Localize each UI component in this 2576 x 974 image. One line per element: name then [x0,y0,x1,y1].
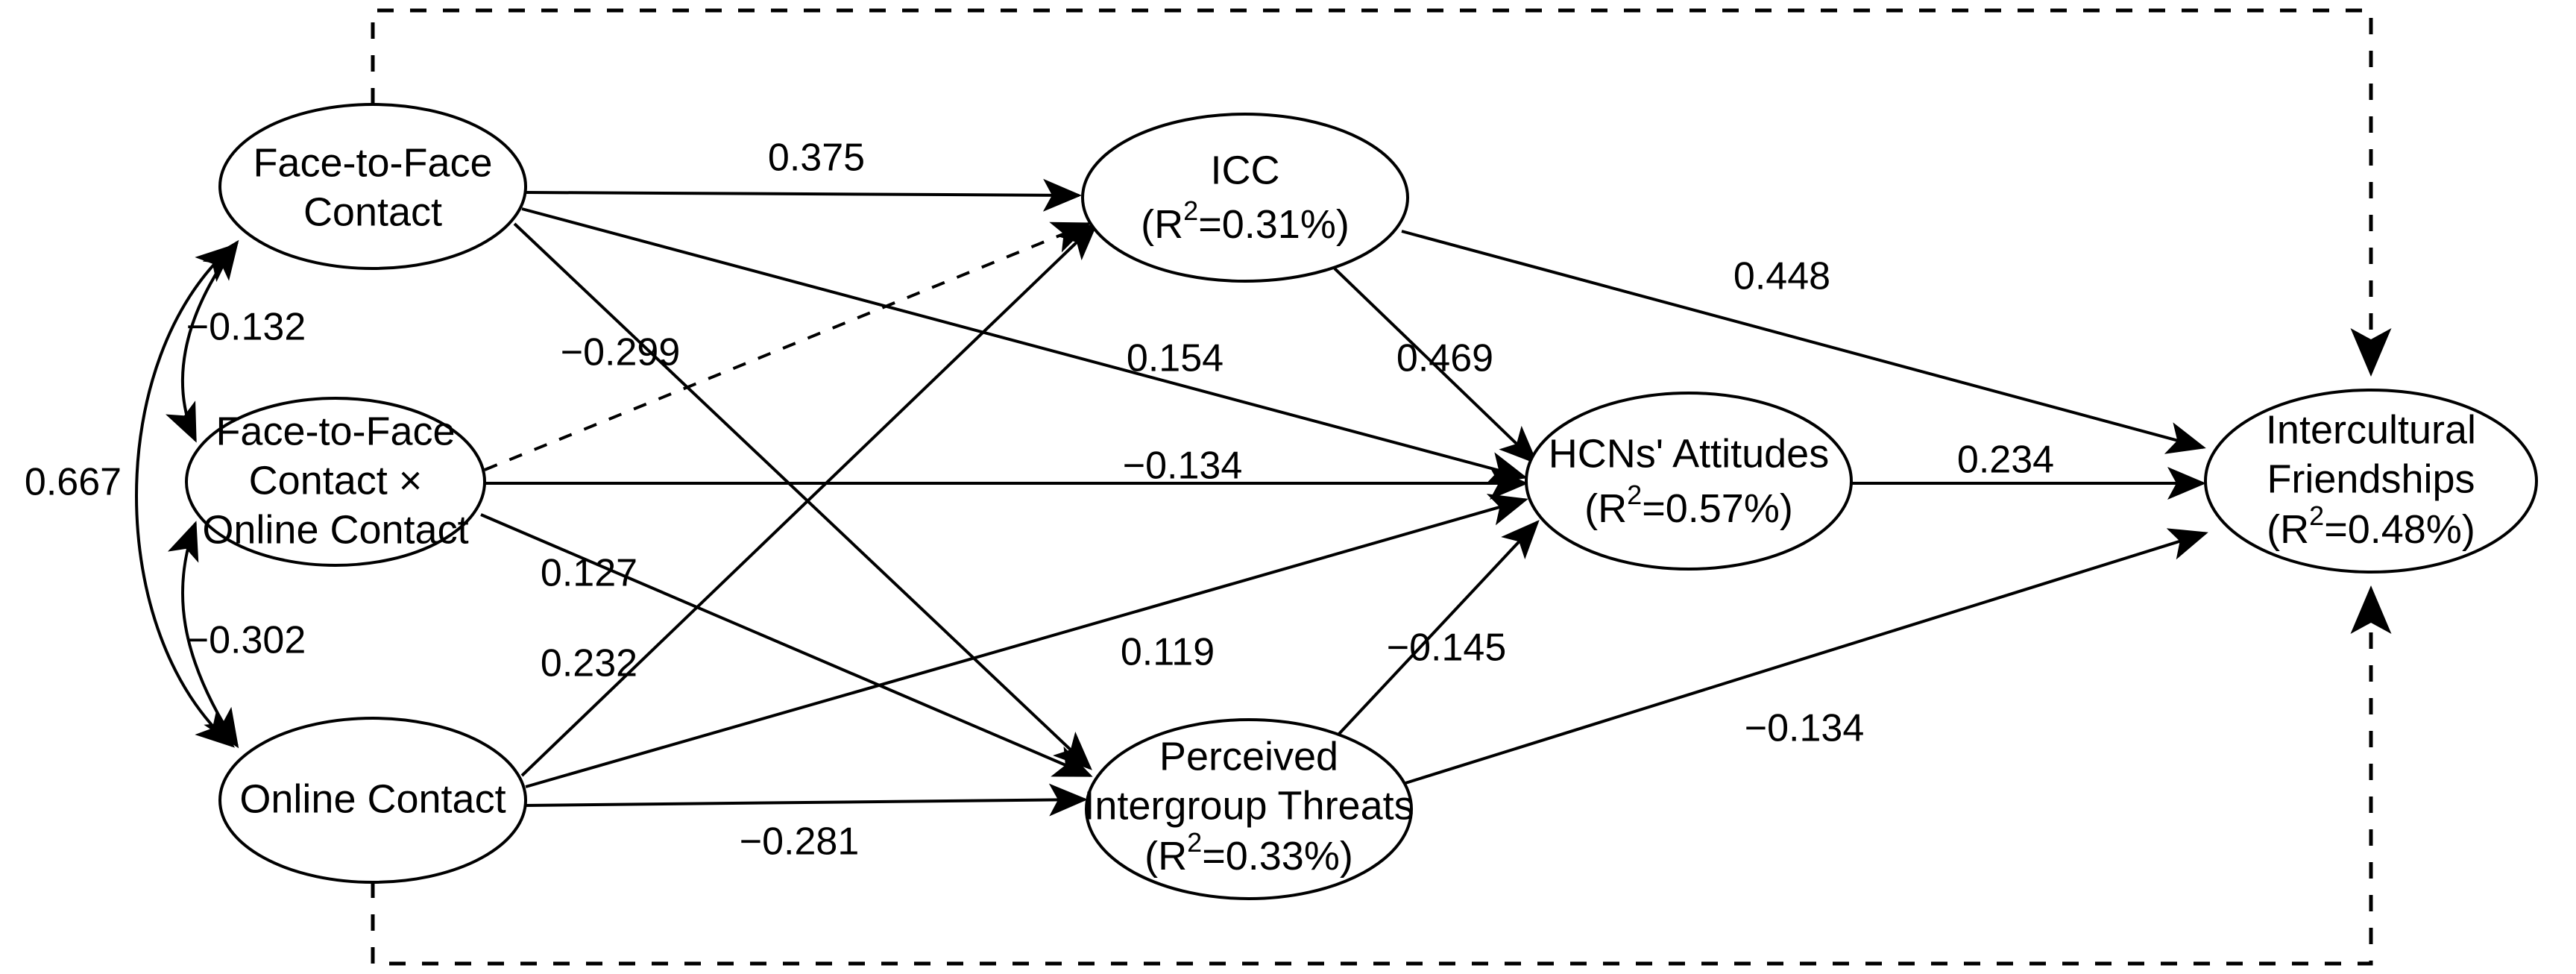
node-face-to-face-contact-shape [218,103,527,270]
node-hcns-attitudes-r2: (R2=0.57%) [1584,480,1793,532]
node-hcns-attitudes[interactable]: HCNs' Attitudes (R2=0.57%) [1525,392,1853,571]
dashed-moderation-frame [371,8,2392,966]
node-hcns-attitudes-label: HCNs' Attitudes [1549,431,1829,476]
label-attitudes-to-friendships: 0.234 [1957,439,2054,482]
node-icc-r2-suffix: =0.31%) [1198,202,1350,247]
node-interaction-term-line2: Contact × [249,458,423,503]
label-threats-to-attitudes: −0.145 [1387,626,1507,670]
node-friendships-r2-sup: 2 [2309,500,2324,531]
label-icc-to-attitudes: 0.469 [1396,337,1493,380]
path-interaction-to-threats [480,513,1093,777]
node-perceived-intergroup-threats-line2: Intergroup Threats [1083,783,1414,828]
dashed-frame-bottom-path [371,585,2392,966]
path-threats-to-friendships [1405,528,2208,785]
node-intercultural-friendships-shape [2204,389,2538,574]
label-threats-to-friendships: −0.134 [1745,707,1865,750]
node-intercultural-friendships-line1: Intercultural [2266,407,2476,452]
label-covariance-f2f-interaction: −0.132 [186,306,306,349]
label-interaction-to-attitudes: −0.134 [1123,444,1243,488]
node-hcns-attitudes-r2-suffix: =0.57%) [1642,486,1793,531]
edge-coefficient-labels: 0.375 −0.132 0.667 −0.302 −0.299 0.127 0… [25,136,2054,864]
node-interaction-term-line1: Face-to-Face [215,409,455,453]
path-online-to-icc [520,221,1098,777]
dashed-frame-top-path [371,8,2392,377]
node-friendships-r2-suffix: =0.48%) [2324,507,2475,552]
node-online-contact-shape [218,717,527,884]
label-interaction-to-icc: 0.127 [541,552,637,595]
path-f2f-to-threats [513,222,1092,770]
node-icc-shape [1081,113,1409,283]
node-face-to-face-contact-line2: Contact [303,189,442,234]
node-online-contact-label: Online Contact [239,776,506,821]
node-threats-r2-sup: 2 [1187,827,1202,858]
node-face-to-face-contact[interactable]: Face-to-Face Contact [218,103,527,270]
covariance-curves [135,239,239,749]
node-perceived-intergroup-threats[interactable]: Perceived Intergroup Threats (R2=0.33%) [1083,718,1414,900]
label-online-to-attitudes: 0.119 [1121,631,1215,674]
label-f2f-to-threats: −0.299 [561,331,681,374]
directed-paths [480,178,2208,817]
node-threats-r2-prefix: (R [1144,834,1187,879]
label-covariance-f2f-online: 0.667 [25,461,122,504]
path-icc-to-friendships [1401,230,2206,454]
label-online-to-icc: 0.154 [1127,337,1224,380]
label-covariance-interaction-online: −0.302 [186,619,306,662]
node-intercultural-friendships-r2: (R2=0.48%) [2267,500,2475,553]
label-icc-to-friendships: 0.448 [1733,255,1830,298]
path-threats-to-attitudes [1337,520,1540,736]
node-interaction-term-line3: Online Contact [202,507,468,552]
node-hcns-attitudes-shape [1525,392,1853,571]
node-perceived-intergroup-threats-line1: Perceived [1159,734,1338,779]
node-perceived-intergroup-threats-shape [1085,718,1413,900]
path-f2f-to-attitudes [521,207,1528,484]
label-f2f-to-icc: 0.375 [768,136,865,180]
node-icc-label: ICC [1211,148,1280,192]
node-hcns-attitudes-r2-sup: 2 [1627,480,1642,510]
node-icc-r2-prefix: (R [1141,202,1183,247]
path-interaction-to-icc [484,221,1092,471]
node-online-contact[interactable]: Online Contact [218,717,527,884]
node-interaction-term[interactable]: Face-to-Face Contact × Online Contact [185,397,486,567]
node-icc-r2: (R2=0.31%) [1141,195,1350,248]
path-f2f-to-icc [525,178,1082,212]
node-intercultural-friendships-line2: Friendships [2267,456,2475,501]
node-intercultural-friendships[interactable]: Intercultural Friendships (R2=0.48%) [2204,389,2538,574]
node-perceived-intergroup-threats-r2: (R2=0.33%) [1144,827,1353,879]
node-face-to-face-contact-line1: Face-to-Face [253,140,492,185]
node-friendships-r2-prefix: (R [2267,507,2309,552]
node-icc-r2-sup: 2 [1183,195,1198,226]
node-hcns-attitudes-r2-prefix: (R [1584,486,1627,531]
path-online-to-attitudes [525,494,1528,788]
covariance-f2f-online [135,244,236,748]
label-online-to-threats: −0.281 [740,820,860,864]
node-threats-r2-suffix: =0.33%) [1202,834,1353,879]
path-icc-to-attitudes [1333,267,1538,465]
node-interaction-term-shape [185,397,486,567]
path-online-to-threats [525,783,1088,817]
node-icc[interactable]: ICC (R2=0.31%) [1081,113,1409,283]
label-interaction-to-threats: 0.232 [541,642,637,685]
